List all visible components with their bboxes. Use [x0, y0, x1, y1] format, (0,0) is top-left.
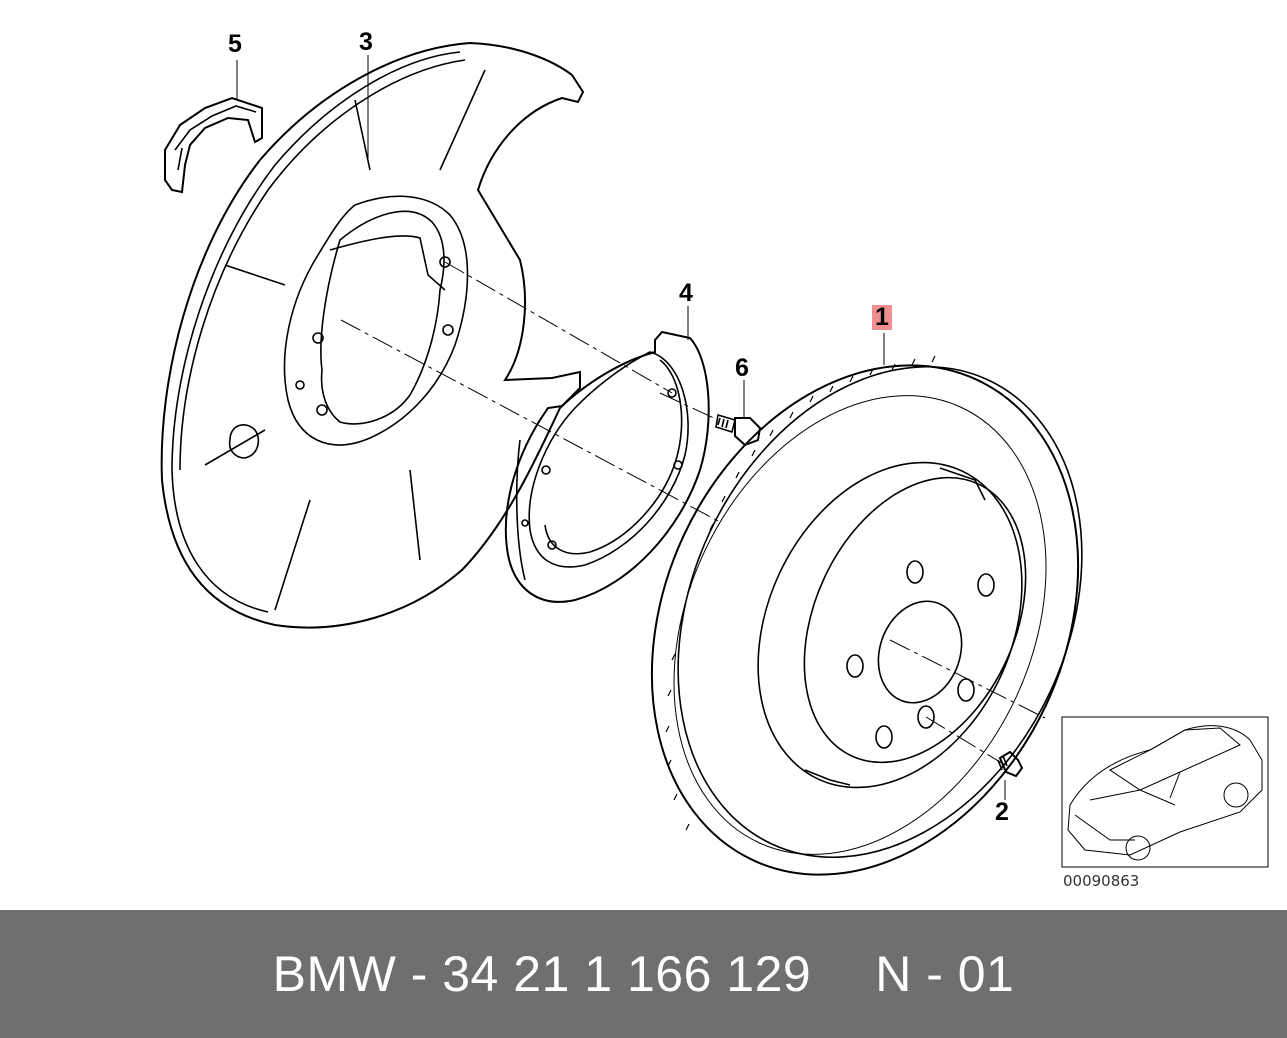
callout-part-1[interactable]: 1	[872, 305, 892, 330]
position-code: N - 01	[875, 946, 1015, 1002]
footer-text: BMW - 34 21 1 166 129 N - 01	[0, 910, 1287, 1038]
dust-shield-icon	[160, 41, 585, 629]
diagram-reference-number: 00090863	[1063, 872, 1140, 890]
callout-part-2[interactable]: 2	[995, 798, 1009, 826]
backing-plate-icon	[504, 330, 710, 603]
footer-bar: BMW - 34 21 1 166 129 N - 01	[0, 910, 1287, 1038]
brake-clip-icon	[164, 96, 263, 194]
car-icon	[1067, 725, 1263, 861]
callout-part-3[interactable]: 3	[359, 28, 373, 56]
brake-disc-icon	[650, 355, 1083, 876]
car-thumbnail	[1061, 716, 1269, 868]
exploded-view-drawing	[160, 41, 1269, 876]
callout-part-6[interactable]: 6	[735, 354, 749, 382]
callout-part-5[interactable]: 5	[228, 30, 242, 58]
bolt-icon	[715, 413, 762, 447]
part-number: BMW - 34 21 1 166 129	[272, 946, 812, 1002]
callout-part-4[interactable]: 4	[679, 279, 693, 307]
parts-diagram: 5 3 4 6 1 2 00090863	[160, 28, 1269, 890]
